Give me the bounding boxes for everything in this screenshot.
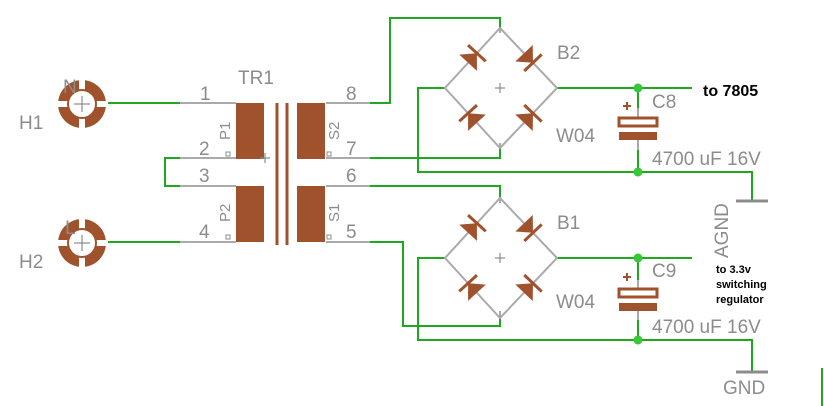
winding-p2-label: P2	[217, 204, 234, 222]
terminal-h2-hole-outline	[67, 228, 97, 258]
output-label-bottom-line1: to 3.3v	[716, 264, 752, 276]
wire-segment-2	[164, 157, 180, 187]
wire-segment-4	[370, 148, 501, 159]
wire-segment-3	[370, 17, 501, 104]
capacitor-c9-symbol	[617, 273, 659, 311]
winding-p1-label: P1	[217, 122, 234, 140]
bridge-b1-diode-bar-2	[458, 273, 478, 293]
bridge-b2-diode-bar-1	[523, 103, 543, 123]
winding-s2-core	[297, 103, 325, 159]
phase-dot-1	[225, 234, 231, 240]
bridge-b2-diode-bar-2	[458, 103, 478, 123]
transformer-pin-6: 6	[346, 166, 357, 187]
bridge-b2-diode-0	[459, 53, 477, 71]
capacitor-c8-ref: C8	[652, 92, 676, 113]
bridge-b1-diode-3	[515, 215, 533, 233]
terminal-h1-symbol	[56, 78, 108, 130]
bridge-b2-value: W04	[556, 126, 596, 147]
terminal-h1-hole-outline	[67, 89, 97, 119]
pin-stubs	[180, 28, 643, 345]
bridge-b1-diode-1	[515, 283, 533, 301]
bridge-b2-symbol	[443, 26, 559, 150]
capacitor-c9-plus-plate	[617, 287, 659, 299]
capacitor-c8-symbol	[617, 102, 659, 140]
transformer-pin-5: 5	[346, 222, 357, 243]
bridge-b1-diode-2	[468, 283, 486, 301]
bridge-b2-diode-2	[468, 113, 486, 131]
capacitor-c8-plus-plate	[617, 116, 659, 128]
bridge-b1-diode-0	[459, 223, 477, 241]
bridge-b2-ref: B2	[557, 43, 580, 64]
transformer-pin-4: 4	[199, 222, 210, 243]
winding-s2-label: S2	[326, 122, 343, 140]
winding-p1-core	[236, 103, 264, 159]
wire-segment-8	[417, 257, 753, 372]
bridge-b1-symbol	[443, 196, 559, 320]
bridge-b1-ref: B1	[557, 213, 580, 234]
bridge-b1-value: W04	[556, 292, 596, 313]
agnd-label: AGND	[712, 203, 733, 258]
bridge-b2-diode-1	[515, 113, 533, 131]
winding-s1-core	[297, 186, 325, 242]
junction-dot-0	[633, 83, 643, 93]
bridge-b1-outline	[443, 196, 559, 320]
terminal-h2-pin-name: L	[65, 218, 76, 239]
bridge-b2-diode-bar-0	[467, 43, 487, 63]
transformer-pin-2: 2	[199, 139, 210, 160]
transformer-pin-7: 7	[346, 139, 357, 160]
capacitor-c8-minus-plate	[619, 132, 657, 140]
bridge-b1-diode-bar-1	[523, 273, 543, 293]
transformer-pin-8: 8	[346, 84, 357, 105]
phase-dot-2	[326, 151, 332, 157]
capacitor-c9-value: 4700 uF 16V	[652, 317, 761, 338]
output-label-bottom-line2: switching	[716, 279, 767, 291]
terminal-h2-ref: H2	[19, 252, 43, 273]
terminal-h1-pin-name: N	[63, 77, 77, 98]
output-label-bottom-line3: regulator	[716, 294, 764, 306]
winding-p2-core	[236, 186, 264, 242]
wire-segment-5	[370, 185, 501, 198]
phase-dot-3	[326, 234, 332, 240]
phase-dot-0	[225, 151, 231, 157]
output-label-top: to 7805	[703, 83, 758, 100]
gnd-label: GND	[723, 378, 765, 399]
capacitor-c9-ref: C9	[652, 261, 676, 282]
winding-s1-label: S1	[326, 204, 343, 222]
capacitor-c9-minus-plate	[619, 303, 657, 311]
terminal-h1-ref: H1	[19, 113, 43, 134]
capacitor-c8-value: 4700 uF 16V	[652, 149, 761, 170]
wire-segment-7	[417, 87, 753, 200]
bridge-b2-outline	[443, 26, 559, 150]
bridge-b2-diode-bar-3	[523, 53, 543, 73]
components	[56, 26, 768, 374]
transformer-tr1-symbol	[225, 103, 332, 245]
junction-dot-2	[633, 253, 643, 263]
bridge-b2-diode-3	[515, 45, 533, 63]
transformer-pin-1: 1	[200, 84, 211, 105]
junction-dot-1	[633, 167, 643, 177]
bridge-b1-diode-bar-0	[467, 213, 487, 233]
wire-segment-6	[370, 241, 501, 327]
bridge-b1-diode-bar-3	[523, 223, 543, 243]
terminal-h2-symbol	[56, 217, 108, 269]
transformer-pin-3: 3	[199, 166, 210, 187]
transformer-ref: TR1	[238, 68, 274, 89]
junction-dot-3	[633, 335, 643, 345]
